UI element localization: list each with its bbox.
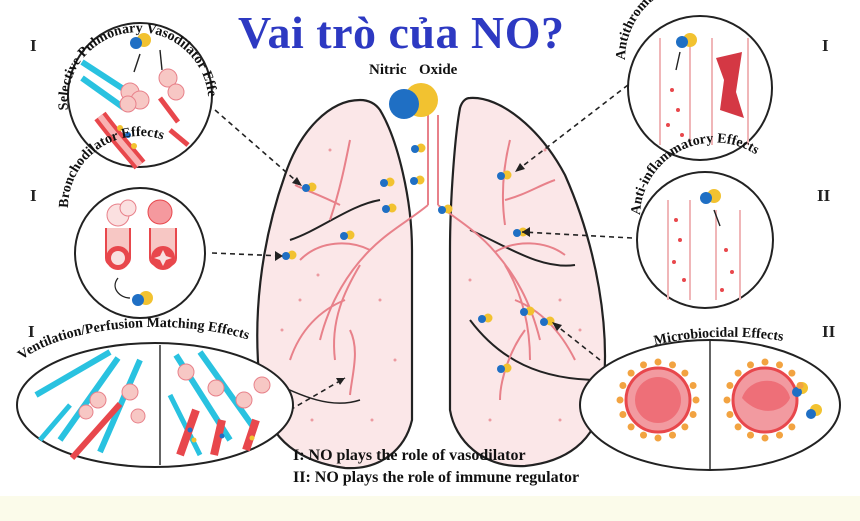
roman-vasodilator: I	[30, 36, 37, 55]
right-fissure-lower	[469, 319, 601, 381]
microbe-spike	[640, 431, 647, 439]
roman-bronchodilator: I	[30, 186, 37, 205]
microbe-damaged	[731, 366, 822, 434]
microbe-spike	[723, 396, 731, 404]
footer-band	[0, 496, 860, 521]
microbe-spike	[681, 369, 689, 377]
microbe-intact	[624, 366, 692, 434]
microbe-spike	[627, 423, 635, 431]
roman-antithrombotic: I	[822, 36, 829, 55]
microbe-spike	[689, 382, 697, 389]
microbe-spike	[619, 382, 627, 389]
arrow-antithrombotic	[514, 84, 629, 173]
connector-arrows	[211, 84, 633, 411]
microbe-spike	[776, 361, 783, 369]
microbe-spike	[726, 382, 734, 389]
microbe-spikes	[616, 358, 804, 442]
vasodilator-illustration	[80, 33, 190, 170]
page-title: Vai trò của NO?	[238, 7, 565, 58]
panel-ventilation: Ventilation/Perfusion Matching Effects	[15, 316, 294, 468]
legend-line-2: II: NO plays the role of immune regulato…	[293, 469, 580, 486]
microbe-spike	[669, 361, 676, 369]
arrow-heads	[275, 163, 562, 385]
microbe-spike	[681, 423, 689, 431]
oxide-label: Oxide	[419, 62, 458, 78]
panel-antithrombotic: Antithrombotic Effects	[614, 0, 773, 161]
microbe-spike	[747, 431, 754, 439]
antiinflammatory-illustration	[667, 189, 741, 300]
microbe-spike	[669, 431, 676, 439]
microbe-spike	[627, 369, 635, 377]
roman-microbiocidal: II	[822, 322, 836, 341]
microbe-spike	[796, 382, 804, 389]
panel-microbiocidal: Microbiocidal Effects	[579, 326, 841, 471]
microbe-spike	[616, 396, 624, 404]
lungs	[256, 96, 607, 470]
arrow-antiinflammatory	[521, 231, 633, 239]
panel-bronchodilator: Bronchodilator Effects	[57, 125, 206, 319]
microbe-spike	[788, 423, 796, 431]
no-dots-on-lungs	[282, 143, 555, 373]
microbe-spike	[761, 358, 769, 366]
microbe-spike	[747, 361, 754, 369]
microbe-spike	[692, 396, 700, 404]
microbe-spike	[734, 423, 742, 431]
microbe-spike	[788, 369, 796, 377]
microbe-spike	[776, 431, 783, 439]
microbe-spike	[619, 411, 627, 418]
legend-line-1: I: NO plays the role of vasodilator	[293, 447, 526, 464]
arrow-bronchodilator	[211, 252, 284, 257]
arrow-vasodilator	[214, 109, 303, 187]
microbe-spike	[726, 411, 734, 418]
microbe-spike	[761, 434, 769, 442]
nitric-label: Nitric	[369, 62, 407, 78]
lung-texture	[280, 148, 582, 422]
ventilation-illustration	[34, 349, 271, 460]
arrow-ventilation	[289, 377, 346, 411]
left-fissure	[289, 199, 381, 241]
right-lung	[448, 96, 607, 468]
bronchodilator-illustration	[105, 199, 177, 306]
microbe-spike	[654, 434, 662, 442]
left-lung	[256, 98, 414, 470]
roman-antiinflammatory: II	[817, 186, 831, 205]
no-molecule-large	[389, 83, 438, 119]
right-fissure	[469, 229, 576, 267]
arrow-microbiocidal	[551, 321, 601, 361]
microbe-spike	[734, 369, 742, 377]
microbe-spike	[654, 358, 662, 366]
roman-ventilation: I	[28, 322, 35, 341]
microbe-spike	[689, 411, 697, 418]
antithrombotic-illustration	[659, 33, 749, 145]
microbe-spike	[640, 361, 647, 369]
